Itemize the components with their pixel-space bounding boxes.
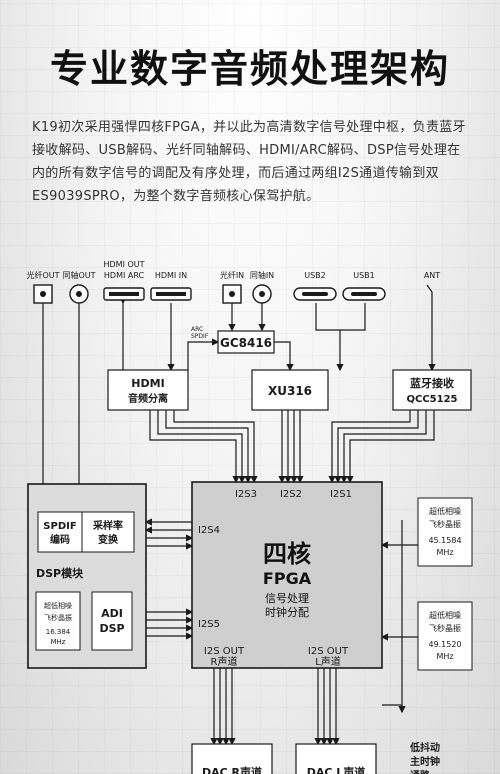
usb2-port (293, 287, 337, 301)
xu316-label: XU316 (268, 384, 312, 398)
bluetooth-block: 蓝牙接收 QCC5125 (392, 369, 472, 411)
xtal-a-4: MHz (436, 548, 453, 557)
i2s-out-l-label-2: L声道 (315, 655, 341, 668)
dsp-module-label: DSP模块 (36, 566, 84, 580)
dac-l-block: DAC L声道 (295, 743, 377, 774)
page-title: 专业数字音频处理架构 (49, 47, 450, 91)
fpga-desc-2: 时钟分配 (265, 605, 309, 619)
jitter-label-2: 主时钟 (410, 755, 440, 768)
adi-label-1: ADI (101, 607, 123, 620)
fpga-title-2: FPGA (263, 569, 312, 588)
i2s3-label: I2S3 (235, 489, 257, 500)
hdmi-out-port (103, 287, 145, 301)
arc-note: ARC (191, 326, 203, 333)
xtal-b-1: 超低相噪 (429, 610, 461, 620)
xtal-a-1: 超低相噪 (429, 506, 461, 516)
i2s5-label: I2S5 (198, 619, 220, 630)
xtal-b-2: 飞秒晶振 (429, 623, 461, 633)
jitter-label-3: 通路 (410, 769, 431, 774)
hdmi-in-label: HDMI IN (155, 271, 187, 280)
dac-r-block: DAC R声道 (191, 743, 273, 774)
xtal-dsp-3: 16.384 (46, 628, 71, 636)
crystal-49-block: 超低相噪 飞秒晶振 49.1520 MHz (417, 601, 473, 671)
optical-in-label: 光纤IN (220, 270, 244, 280)
optical-out-port (33, 284, 53, 304)
dac-l-label: DAC L声道 (307, 765, 366, 774)
gc8416-label: GC8416 (220, 336, 272, 350)
xtal-b-4: MHz (436, 652, 453, 661)
usb1-port (342, 287, 386, 301)
spdif-encode-label-2: 编码 (50, 533, 70, 546)
i2s-out-r-label-2: R声道 (211, 655, 238, 668)
intro-paragraph: K19初次采用强悍四核FPGA，并以此为高清数字信号处理中枢，负责蓝牙接收解码、… (32, 120, 466, 204)
coax-out-port (69, 284, 89, 304)
i2s2-label: I2S2 (280, 489, 302, 500)
coax-out-label: 同轴OUT (62, 270, 95, 280)
fpga-title-1: 四核 (263, 540, 311, 568)
dac-r-label: DAC R声道 (202, 765, 262, 774)
hdmi-audio-split-block: HDMI 音频分离 (107, 369, 189, 411)
xtal-b-3: 49.1520 (428, 640, 461, 649)
src-label-1: 采样率 (92, 519, 123, 532)
optical-in-port (222, 284, 242, 304)
xtal-dsp-4: MHz (51, 638, 66, 646)
fpga-desc-1: 信号处理 (265, 592, 309, 605)
usb2-label: USB2 (304, 271, 326, 280)
jitter-label-1: 低抖动 (409, 741, 440, 754)
i2s-out-l-label-1: I2S OUT (308, 646, 349, 657)
usb1-label: USB1 (353, 271, 375, 280)
xtal-a-3: 45.1584 (428, 536, 461, 545)
hdmi-split-label-2: 音频分离 (128, 392, 168, 405)
i2s1-label: I2S1 (330, 489, 352, 500)
bluetooth-label-2: QCC5125 (406, 394, 457, 405)
bluetooth-label-1: 蓝牙接收 (410, 376, 454, 390)
coax-in-label: 同轴IN (250, 270, 274, 280)
spdif-note: SPDIF (191, 333, 209, 340)
xtal-a-2: 飞秒晶振 (429, 519, 461, 529)
hdmi-arc-label: HDMI ARC (104, 271, 145, 280)
crystal-45-block: 超低相噪 飞秒晶振 45.1584 MHz (417, 497, 473, 567)
hdmi-in-port (150, 287, 192, 301)
xtal-dsp-2: 飞秒晶振 (44, 613, 72, 622)
gc8416-block: GC8416 (217, 330, 275, 354)
i2s4-label: I2S4 (198, 525, 220, 536)
optical-out-label: 光纤OUT (26, 270, 59, 280)
ant-label: ANT (424, 271, 440, 280)
fpga-block: I2S3 I2S2 I2S1 I2S4 I2S5 I2S OUT R声道 I2S… (191, 481, 383, 669)
spdif-encode-label-1: SPDIF (43, 521, 76, 532)
hdmi-split-label-1: HDMI (131, 377, 164, 390)
src-label-2: 变换 (98, 533, 119, 546)
coax-in-port (252, 284, 272, 304)
i2s-out-r-label-1: I2S OUT (204, 646, 245, 657)
hdmi-out-label: HDMI OUT (103, 260, 144, 269)
xu316-block: XU316 (251, 369, 329, 411)
adi-label-2: DSP (99, 622, 124, 635)
dsp-module: SPDIF 编码 采样率 变换 DSP模块 超低相噪 飞秒晶振 16.384 M… (27, 483, 147, 669)
xtal-dsp-1: 超低相噪 (44, 601, 72, 610)
